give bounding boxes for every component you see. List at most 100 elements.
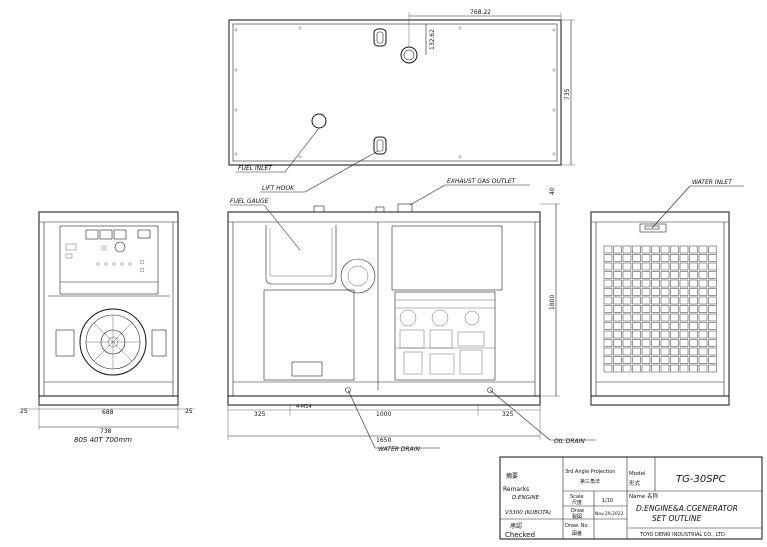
grille-cell bbox=[632, 245, 641, 254]
grille-cell bbox=[670, 305, 679, 313]
alternator-circle bbox=[340, 258, 376, 294]
grille-cell bbox=[622, 339, 632, 347]
grille-cell bbox=[632, 254, 641, 262]
grille-cell bbox=[689, 364, 698, 373]
grille-cell bbox=[622, 330, 632, 339]
tb-engine-model: V3300 (KUBOTA) bbox=[505, 510, 551, 516]
grille-cell bbox=[613, 262, 622, 271]
rear-base bbox=[590, 395, 730, 406]
tb-name-line2: SET OUTLINE bbox=[652, 514, 701, 523]
grille-cell bbox=[603, 279, 613, 288]
grille-cell bbox=[708, 356, 717, 364]
grille-cell bbox=[603, 347, 613, 356]
grille-cell bbox=[689, 313, 698, 322]
tb-drawing-no-label: Draw. No. bbox=[565, 523, 589, 529]
tb-name-line1: D.ENGINE&A.CGENERATOR bbox=[636, 504, 738, 513]
dim-side-total: 1650 bbox=[376, 437, 391, 444]
grille-cell bbox=[632, 271, 641, 279]
grille-cell bbox=[679, 262, 689, 271]
tb-approval-jp: 摘要 bbox=[506, 472, 518, 480]
grille-cell bbox=[651, 288, 660, 296]
generator-side-body bbox=[263, 289, 355, 381]
grille-cell bbox=[689, 305, 698, 313]
grille-cell bbox=[651, 364, 660, 373]
grille-cell bbox=[670, 296, 679, 305]
grille-cell bbox=[689, 330, 698, 339]
grille-cell bbox=[698, 322, 708, 330]
grille-cell bbox=[698, 254, 708, 262]
grille-cell bbox=[613, 245, 622, 254]
grille-cell bbox=[670, 347, 679, 356]
grille-cell bbox=[689, 356, 698, 364]
grille-cell bbox=[613, 288, 622, 296]
grille-cell bbox=[641, 313, 651, 322]
grille-cell bbox=[689, 288, 698, 296]
title-block: 摘要 Remarks D.ENGINE V3300 (KUBOTA) 承認 Ch… bbox=[499, 456, 763, 540]
grille-cell bbox=[641, 330, 651, 339]
grille-cell bbox=[641, 262, 651, 271]
dim-side-right: 325 bbox=[502, 411, 514, 418]
grille-cell bbox=[708, 254, 717, 262]
grille-cell bbox=[689, 245, 698, 254]
grille-cell bbox=[632, 347, 641, 356]
label-exhaust-gas-outlet: EXHAUST GAS OUTLET bbox=[447, 178, 517, 185]
grille-cell bbox=[708, 313, 717, 322]
grille-cell bbox=[689, 271, 698, 279]
top-view-bolts bbox=[234, 26, 556, 159]
grille-cell bbox=[679, 322, 689, 330]
grille-cell bbox=[660, 305, 670, 313]
label-water-inlet: WATER INLET bbox=[692, 179, 733, 186]
grille-cell bbox=[708, 245, 717, 254]
grille-cell bbox=[651, 322, 660, 330]
grille-cell bbox=[660, 322, 670, 330]
grille-cell bbox=[698, 356, 708, 364]
grille-cell bbox=[670, 271, 679, 279]
dim-top-width: 768.22 bbox=[470, 9, 491, 16]
grille-cell bbox=[670, 330, 679, 339]
grille-cell bbox=[613, 356, 622, 364]
grille-cell bbox=[613, 330, 622, 339]
grille-cell bbox=[613, 322, 622, 330]
dim-top-offset: 132.62 bbox=[429, 29, 436, 50]
grille-cell bbox=[708, 347, 717, 356]
grille-cell bbox=[670, 262, 679, 271]
grille-cell bbox=[698, 279, 708, 288]
grille-cell bbox=[622, 356, 632, 364]
grille-cell bbox=[679, 364, 689, 373]
grille-cell bbox=[670, 279, 679, 288]
grille-cell bbox=[670, 313, 679, 322]
exhaust-outlet-circle bbox=[400, 46, 418, 64]
grille-cell bbox=[670, 254, 679, 262]
grille-cell bbox=[660, 313, 670, 322]
tb-drawn-label: Draw bbox=[571, 508, 584, 514]
side-view-outline bbox=[227, 211, 541, 397]
label-left-note: 80S 40T 700mm bbox=[74, 436, 132, 444]
grille-cell bbox=[660, 347, 670, 356]
grille-cell bbox=[641, 322, 651, 330]
grille-cell bbox=[698, 347, 708, 356]
grille-cell bbox=[603, 330, 613, 339]
grille-cell bbox=[622, 296, 632, 305]
grille-cell bbox=[603, 322, 613, 330]
grille-cell bbox=[670, 356, 679, 364]
grille-cell bbox=[679, 330, 689, 339]
grille-cell bbox=[708, 330, 717, 339]
grille-cell bbox=[651, 313, 660, 322]
tb-remarks: Remarks bbox=[503, 486, 529, 493]
rear-view bbox=[590, 211, 730, 406]
grille-cell bbox=[708, 262, 717, 271]
control-panel bbox=[59, 225, 159, 295]
grille-cell bbox=[679, 313, 689, 322]
grille-cell bbox=[660, 245, 670, 254]
grille-cell bbox=[651, 245, 660, 254]
grille-cell bbox=[613, 339, 622, 347]
label-water-drain: WATER DRAIN bbox=[378, 446, 420, 453]
grille-cell bbox=[622, 279, 632, 288]
grille-cell bbox=[632, 313, 641, 322]
grille-cell bbox=[641, 296, 651, 305]
tb-scale-value: 1/10 bbox=[602, 498, 613, 504]
grille-cell bbox=[651, 296, 660, 305]
grille-cell bbox=[632, 288, 641, 296]
grille-cell bbox=[641, 254, 651, 262]
grille-cell bbox=[689, 339, 698, 347]
